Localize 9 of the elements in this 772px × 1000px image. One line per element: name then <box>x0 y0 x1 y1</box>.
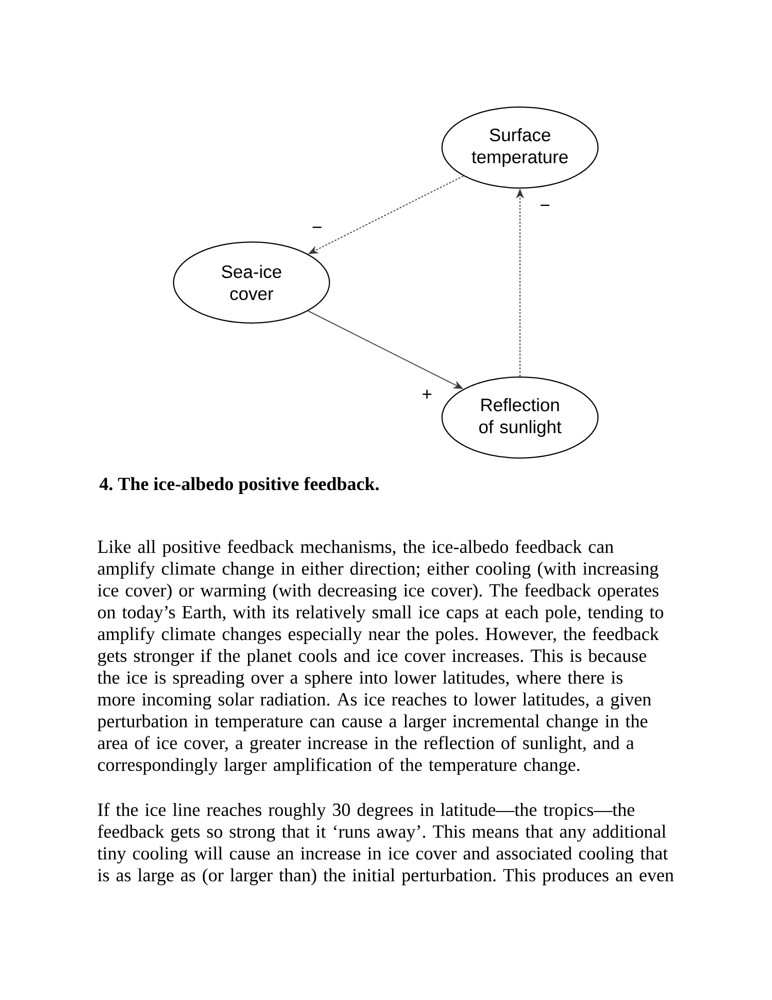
edge-label: − <box>310 225 324 235</box>
oval-node: Surface temperature <box>441 106 599 189</box>
edge-label: − <box>538 203 552 213</box>
oval-node: Reflection of sunlight <box>441 376 599 459</box>
oval-node: Sea-ice cover <box>172 241 330 324</box>
figure-caption: 4. The ice-albedo positive feedback. <box>100 476 379 494</box>
edge-label: + <box>420 388 434 402</box>
body-paragraph: Like all positive feedback mechanisms, the ice-albedo feedback can amplify climate change in either direction; either cooling (with increasing ice cover) or warming (with decreasing ice cover). The feedback operates on today’s Earth, with its relatively small ice caps at each pole, tending to amplify climate changes especially near the poles. However, the feedback gets stronger if the planet cools and ice cover increases. This is because the ice is spreading over a sphere into lower latitudes, where there is more incoming solar radiation. As ice reaches to lower latitudes, a given perturbation in temperature can cause a larger incremental change in the area of ice cover, a greater increase in the reflection of sunlight, and a correspondingly larger amplification of the temperature change. <box>97 540 664 775</box>
body-paragraph: If the ice line reaches roughly 30 degrees in latitude—the tropics—the feedback gets so strong that it ‘runs away’. This means that any additional tiny cooling will cause an increase in ice cover and associated cooling that is as large as (or larger than) the initial perturbation. This produces an even <box>97 802 674 886</box>
